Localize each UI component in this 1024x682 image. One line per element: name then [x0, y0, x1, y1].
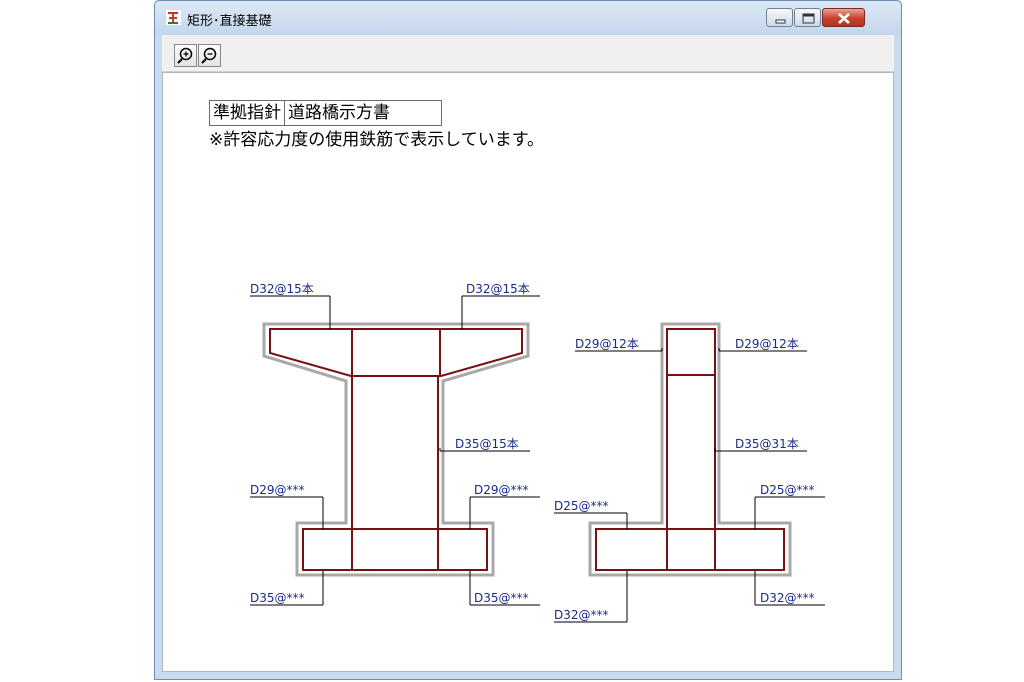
rebar-label: D32@15本	[250, 282, 314, 296]
rebar-label: D32@***	[760, 591, 815, 605]
side-footing-rebar	[595, 528, 785, 571]
close-button[interactable]	[822, 8, 865, 27]
maximize-button[interactable]	[794, 8, 821, 27]
minimize-icon	[775, 19, 786, 24]
rebar-label: D32@15本	[466, 282, 530, 296]
spec-label: 準拠指針	[210, 101, 285, 125]
toolbar	[162, 35, 894, 72]
rebar-label: D32@***	[554, 608, 609, 622]
zoom-out-icon	[201, 47, 217, 64]
minimize-button[interactable]	[766, 8, 793, 27]
side-beam-rebar	[666, 328, 716, 376]
rebar-label: D35@15本	[455, 437, 519, 451]
close-icon	[838, 13, 850, 24]
rebar-label: D35@***	[250, 591, 305, 605]
rebar-note: ※許容応力度の使用鉄筋で表示しています。	[209, 130, 545, 150]
spec-table: 準拠指針 道路橋示方書	[209, 100, 442, 126]
zoom-in-icon	[177, 47, 193, 64]
rebar-label: D25@***	[760, 483, 815, 497]
side-view	[588, 322, 792, 577]
maximize-icon	[802, 13, 815, 24]
rebar-label: D29@12本	[575, 337, 639, 351]
side-concrete-outline	[588, 322, 792, 577]
rebar-label: D29@***	[474, 483, 529, 497]
rebar-label: D25@***	[554, 499, 609, 513]
title-bar[interactable]: 矩形･直接基礎	[155, 1, 901, 35]
drawing-area: 準拠指針 道路橋示方書 ※許容応力度の使用鉄筋で表示しています。	[162, 72, 894, 672]
front-concrete-outline	[262, 322, 530, 577]
app-window: 矩形･直接基礎	[154, 0, 902, 680]
rebar-label: D35@***	[474, 591, 529, 605]
zoom-out-button[interactable]	[198, 44, 221, 67]
zoom-in-button[interactable]	[174, 44, 197, 67]
window-title: 矩形･直接基礎	[187, 14, 272, 29]
front-view	[262, 322, 530, 577]
rebar-label: D29@12本	[735, 337, 799, 351]
front-footing-rebar	[302, 528, 488, 571]
spec-value: 道路橋示方書	[288, 103, 390, 123]
rebar-label: D35@31本	[735, 437, 799, 451]
rebar-label: D29@***	[250, 483, 305, 497]
rebar-labels: D32@15本 D32@15本 D35@15本 D29@*** D29@*** D35@*…	[250, 282, 825, 623]
bridge-app-icon	[165, 9, 182, 26]
